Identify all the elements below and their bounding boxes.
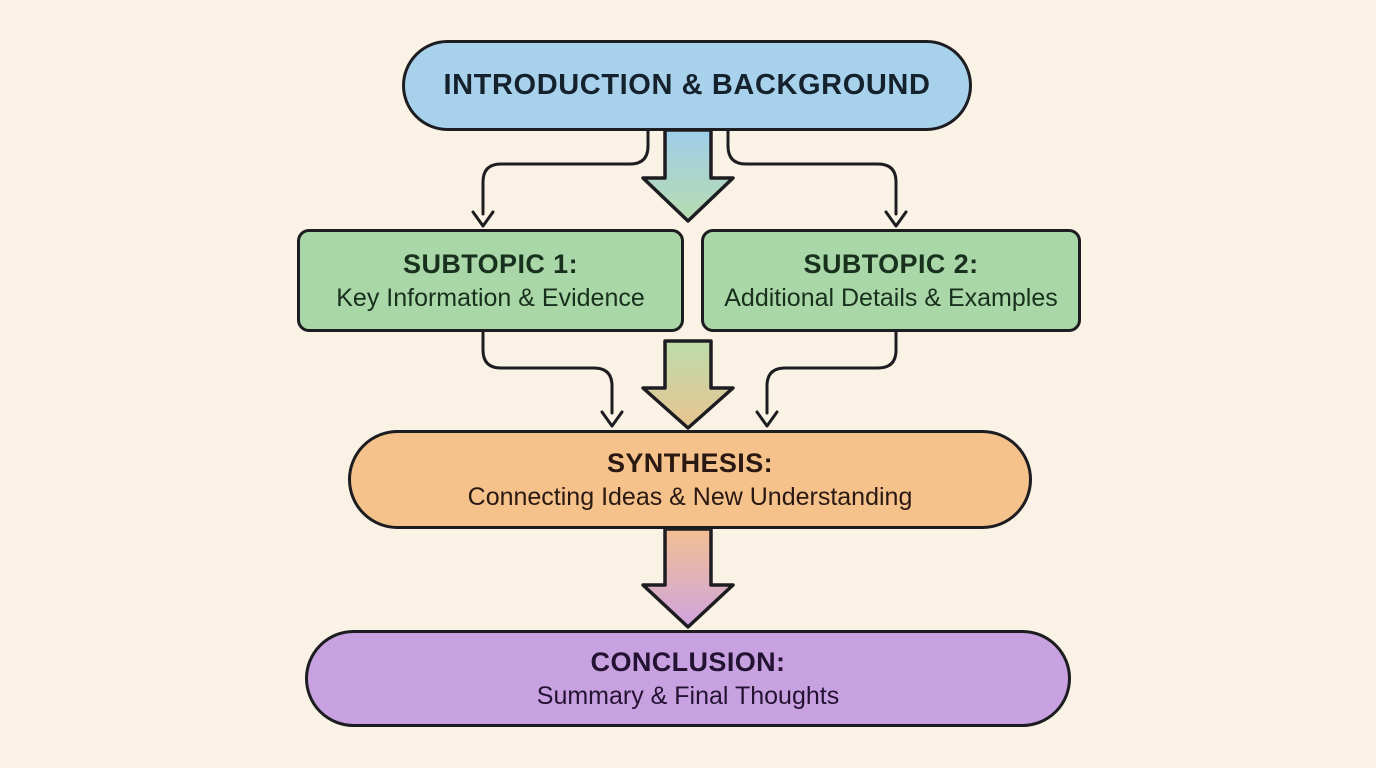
node-subtopic-2-subtitle: Additional Details & Examples	[724, 283, 1058, 312]
node-introduction-title: INTRODUCTION & BACKGROUND	[443, 68, 931, 101]
node-synthesis-title: SYNTHESIS:	[606, 448, 774, 479]
node-subtopic-1-title: SUBTOPIC 1:	[403, 249, 578, 280]
block-arrow-synthesis-to-conclusion	[641, 527, 735, 629]
block-arrow-subtopics-to-synthesis	[641, 339, 735, 430]
node-conclusion-subtitle: Summary & Final Thoughts	[536, 681, 840, 710]
node-subtopic-1: SUBTOPIC 1: Key Information & Evidence	[297, 229, 684, 332]
node-synthesis: SYNTHESIS: Connecting Ideas & New Unders…	[348, 430, 1032, 529]
node-introduction: INTRODUCTION & BACKGROUND	[402, 40, 972, 131]
arrowhead-icon	[884, 210, 908, 228]
connector-intro-to-subtopic2	[726, 129, 908, 228]
connector-subtopic2-to-synthesis	[755, 330, 898, 428]
connector-subtopic1-to-synthesis	[481, 330, 624, 428]
node-conclusion: CONCLUSION: Summary & Final Thoughts	[305, 630, 1071, 727]
node-conclusion-title: CONCLUSION:	[590, 647, 786, 678]
node-synthesis-subtitle: Connecting Ideas & New Understanding	[467, 482, 913, 511]
connector-intro-to-subtopic1	[471, 129, 650, 228]
node-subtopic-1-subtitle: Key Information & Evidence	[336, 283, 645, 312]
node-subtopic-2: SUBTOPIC 2: Additional Details & Example…	[701, 229, 1081, 332]
arrowhead-icon	[600, 410, 624, 428]
arrowhead-icon	[471, 210, 495, 228]
node-subtopic-2-title: SUBTOPIC 2:	[803, 249, 979, 280]
block-arrow-intro-down	[641, 128, 735, 223]
arrowhead-icon	[755, 410, 779, 428]
